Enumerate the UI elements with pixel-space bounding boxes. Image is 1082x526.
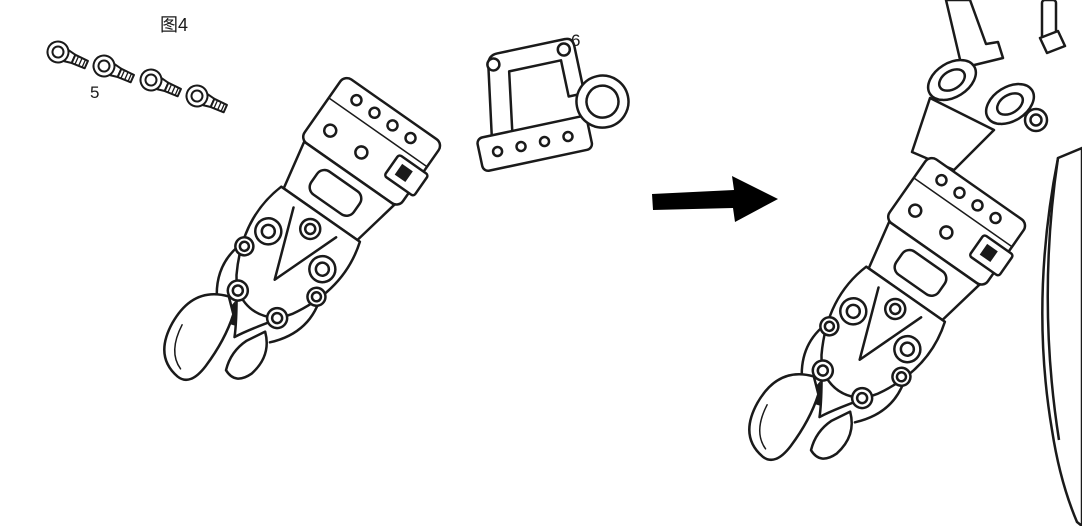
robot-arm-body-edge [1041,146,1082,526]
bracket-part-illustration [458,27,639,174]
robot-arm-wrist [910,0,1067,172]
assembly-arrow-icon [652,176,778,222]
part-6-label: 6 [571,31,581,50]
gripper-left-illustration [146,73,450,430]
assembled-view-group [731,0,1082,526]
exploded-view-group [43,27,639,430]
part-5-label: 5 [90,83,100,102]
screw-icon [136,65,185,104]
screw-icon [43,37,92,76]
screws-group [43,37,231,120]
figure-title-label: 图4 [160,15,189,35]
screw-icon [182,81,231,120]
gripper-right-illustration [731,153,1035,510]
